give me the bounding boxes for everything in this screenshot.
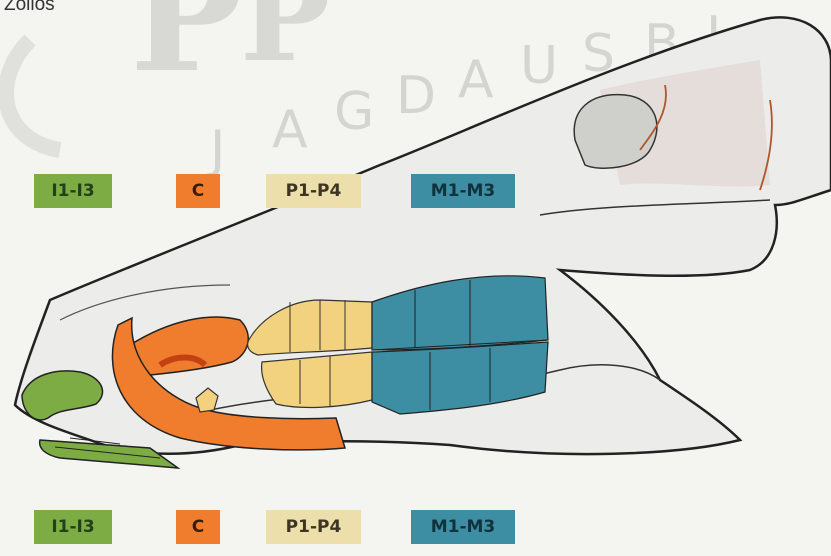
legend-premolars-bottom: P1-P4 xyxy=(266,510,361,544)
legend-premolars-top: P1-P4 xyxy=(266,174,361,208)
eye-orbit xyxy=(574,95,657,169)
legend-molars-bottom: M1-M3 xyxy=(411,510,515,544)
legend-incisors-bottom: I1-I3 xyxy=(34,510,112,544)
legend-canines-bottom: C xyxy=(176,510,220,544)
legend-canines-top: C xyxy=(176,174,220,208)
legend-incisors-top: I1-I3 xyxy=(34,174,112,208)
legend-molars-top: M1-M3 xyxy=(411,174,515,208)
premolars-lower xyxy=(262,352,372,407)
